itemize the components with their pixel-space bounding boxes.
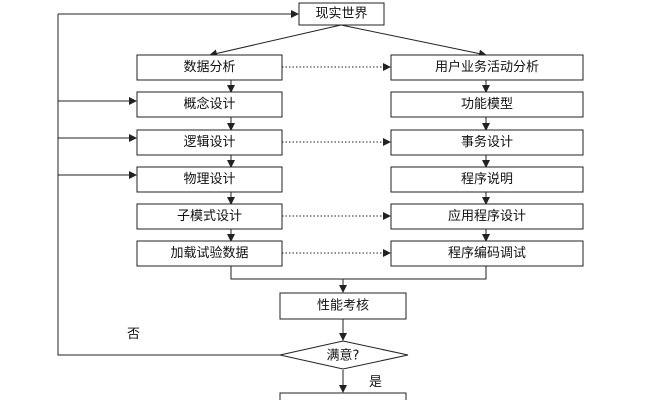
node-program-debug: 程序编码调试 xyxy=(390,240,584,267)
node-label: 现实世界 xyxy=(315,7,367,22)
node-label: 程序说明 xyxy=(461,172,513,187)
node-label: 逻辑设计 xyxy=(183,135,235,150)
node-logic-design: 逻辑设计 xyxy=(136,129,283,156)
label-yes: 是 xyxy=(369,375,382,390)
merge-line xyxy=(230,266,487,280)
node-program-spec: 程序说明 xyxy=(390,166,584,193)
node-label: 性能考核 xyxy=(317,299,369,314)
node-label: 程序编码调试 xyxy=(448,246,526,261)
arrow-real-to-business xyxy=(340,24,487,58)
node-concept-design: 概念设计 xyxy=(136,91,283,118)
node-load-test-data: 加载试验数据 xyxy=(136,240,283,267)
node-subschema-design: 子模式设计 xyxy=(136,203,283,230)
node-label: 数据分析 xyxy=(183,60,235,75)
node-performance-review: 性能考核 xyxy=(279,292,407,320)
node-business-analysis: 用户业务活动分析 xyxy=(390,54,584,81)
node-label: 子模式设计 xyxy=(177,209,242,224)
node-label: 功能模型 xyxy=(461,97,513,112)
node-label: 应用程序设计 xyxy=(448,208,526,224)
node-data-analysis: 数据分析 xyxy=(136,54,283,81)
node-label: 用户业务活动分析 xyxy=(435,59,539,75)
node-transaction-design: 事务设计 xyxy=(390,129,584,156)
node-label: 概念设计 xyxy=(183,96,235,112)
node-real-world: 现实世界 xyxy=(298,2,385,26)
node-app-design: 应用程序设计 xyxy=(390,203,584,230)
node-label: 加载试验数据 xyxy=(170,245,248,261)
node-function-model: 功能模型 xyxy=(390,91,584,118)
feedback-line xyxy=(57,14,280,356)
node-label: 物理设计 xyxy=(183,172,235,187)
node-bottom-box xyxy=(279,392,407,400)
arrow-real-to-data xyxy=(209,24,342,58)
label-no: 否 xyxy=(127,327,140,342)
decision-label: 满意? xyxy=(327,348,360,364)
node-physical-design: 物理设计 xyxy=(136,166,283,193)
node-satisfied-decision: 满意? xyxy=(279,340,409,370)
connectors xyxy=(57,10,490,393)
node-label: 事务设计 xyxy=(461,134,513,150)
